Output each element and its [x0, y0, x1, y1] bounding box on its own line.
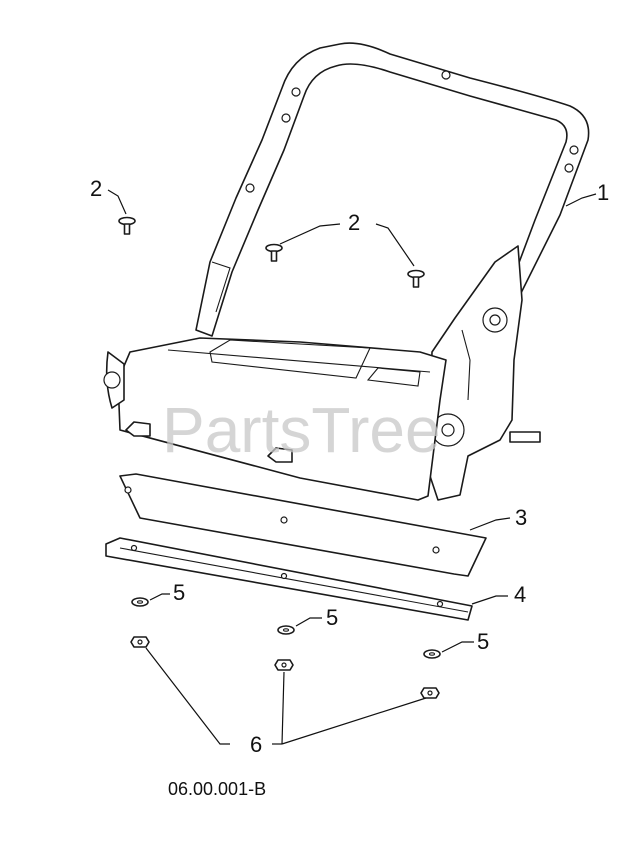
- callout-1: 1: [597, 180, 609, 205]
- washers: [131, 597, 441, 659]
- callout-3: 3: [515, 505, 527, 530]
- leader-lines: [107, 189, 597, 745]
- seat-pan: [103, 337, 447, 501]
- callout-4: 4: [514, 582, 526, 607]
- callout-2-center: 2: [348, 210, 360, 235]
- watermark: PartsTree: [162, 394, 441, 466]
- nuts: [130, 636, 440, 699]
- reference-code: 06.00.001-B: [168, 779, 266, 799]
- trim-strip: [119, 473, 487, 577]
- callout-5-center: 5: [326, 605, 338, 630]
- callout-2-left: 2: [90, 176, 102, 201]
- mounting-plate: [105, 537, 473, 621]
- callout-6: 6: [250, 732, 262, 757]
- screw-center: [265, 243, 283, 262]
- screw-right: [407, 269, 425, 288]
- callout-5-left: 5: [173, 580, 185, 605]
- callout-5-right: 5: [477, 629, 489, 654]
- handle-frame: [195, 42, 590, 337]
- screw-left: [118, 216, 136, 235]
